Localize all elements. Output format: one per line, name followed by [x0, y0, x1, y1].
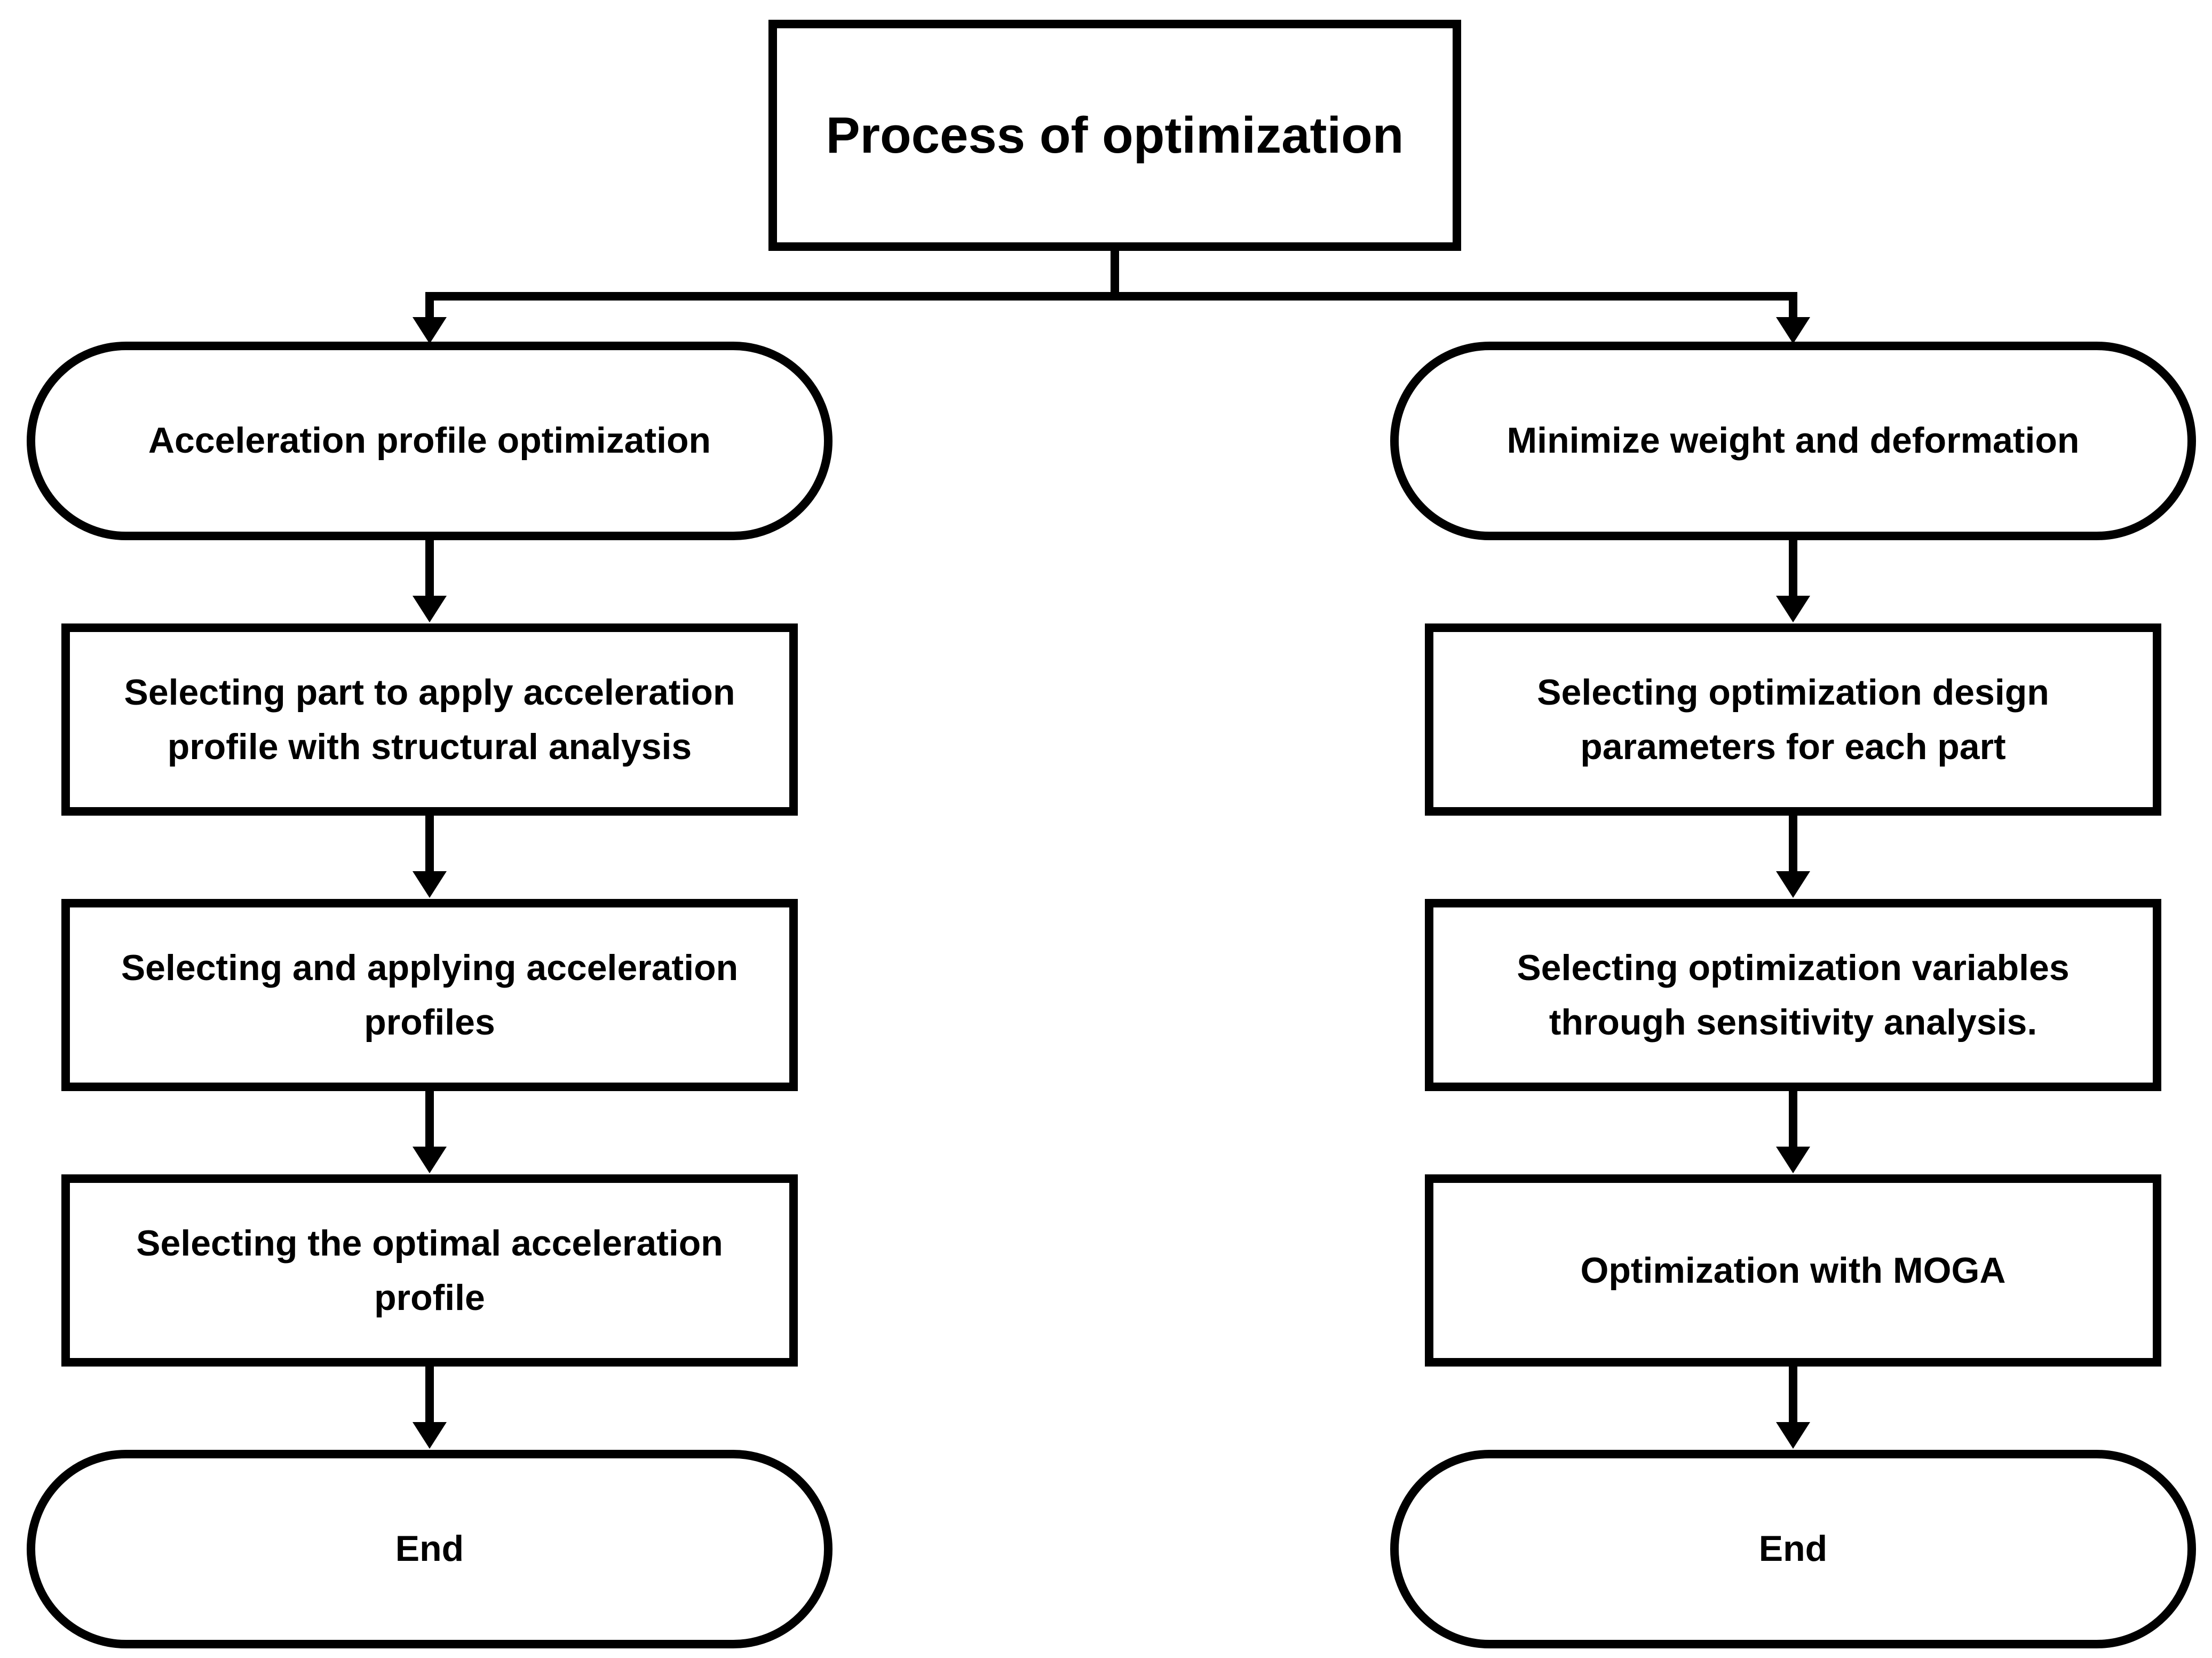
left-step-3-node: Selecting the optimal acceleration profi… — [61, 1174, 798, 1367]
title-node: Process of optimization — [768, 20, 1461, 251]
left-step-1-label: Selecting part to apply acceleration pro… — [124, 672, 735, 767]
branch-bar-line — [425, 292, 1797, 301]
right-step-2-label: Selecting optimization variables through… — [1517, 948, 2070, 1043]
title-stub-line — [1111, 249, 1119, 297]
right-arrow-1-line — [1789, 540, 1797, 597]
left-step-2-node: Selecting and applying acceleration prof… — [61, 899, 798, 1091]
left-start-label: Acceleration profile optimization — [148, 420, 711, 461]
left-arrow-3-head-icon — [413, 1147, 447, 1173]
right-arrow-2-line — [1789, 816, 1797, 872]
left-arrow-2-line — [425, 816, 434, 872]
right-arrow-4-line — [1789, 1367, 1797, 1423]
right-arrow-2-head-icon — [1776, 871, 1810, 898]
right-drop-arrowhead-icon — [1776, 317, 1810, 344]
right-step-3-node: Optimization with MOGA — [1425, 1174, 2161, 1367]
left-arrow-4-line — [425, 1367, 434, 1423]
right-step-1-label: Selecting optimization design parameters… — [1537, 672, 2049, 767]
right-end-node: End — [1390, 1450, 2196, 1648]
left-step-3-label: Selecting the optimal acceleration profi… — [136, 1223, 723, 1318]
left-drop-line — [425, 296, 434, 320]
left-step-2-label: Selecting and applying acceleration prof… — [121, 948, 739, 1043]
right-start-node: Minimize weight and deformation — [1390, 342, 2196, 540]
left-arrow-1-line — [425, 540, 434, 597]
left-arrow-4-head-icon — [413, 1422, 447, 1449]
left-arrow-3-line — [425, 1091, 434, 1148]
title-label: Process of optimization — [826, 106, 1404, 164]
right-drop-line — [1789, 296, 1797, 320]
left-end-node: End — [27, 1450, 833, 1648]
right-arrow-3-head-icon — [1776, 1147, 1810, 1173]
left-step-1-node: Selecting part to apply acceleration pro… — [61, 623, 798, 816]
right-arrow-4-head-icon — [1776, 1422, 1810, 1449]
left-arrow-2-head-icon — [413, 871, 447, 898]
right-arrow-1-head-icon — [1776, 596, 1810, 622]
left-end-label: End — [395, 1528, 464, 1569]
right-step-3-label: Optimization with MOGA — [1580, 1250, 2006, 1291]
left-drop-arrowhead-icon — [413, 317, 447, 344]
right-step-1-node: Selecting optimization design parameters… — [1425, 623, 2161, 816]
left-start-node: Acceleration profile optimization — [27, 342, 833, 540]
right-arrow-3-line — [1789, 1091, 1797, 1148]
right-end-label: End — [1758, 1528, 1828, 1569]
right-start-label: Minimize weight and deformation — [1507, 420, 2080, 461]
left-arrow-1-head-icon — [413, 596, 447, 622]
right-step-2-node: Selecting optimization variables through… — [1425, 899, 2161, 1091]
